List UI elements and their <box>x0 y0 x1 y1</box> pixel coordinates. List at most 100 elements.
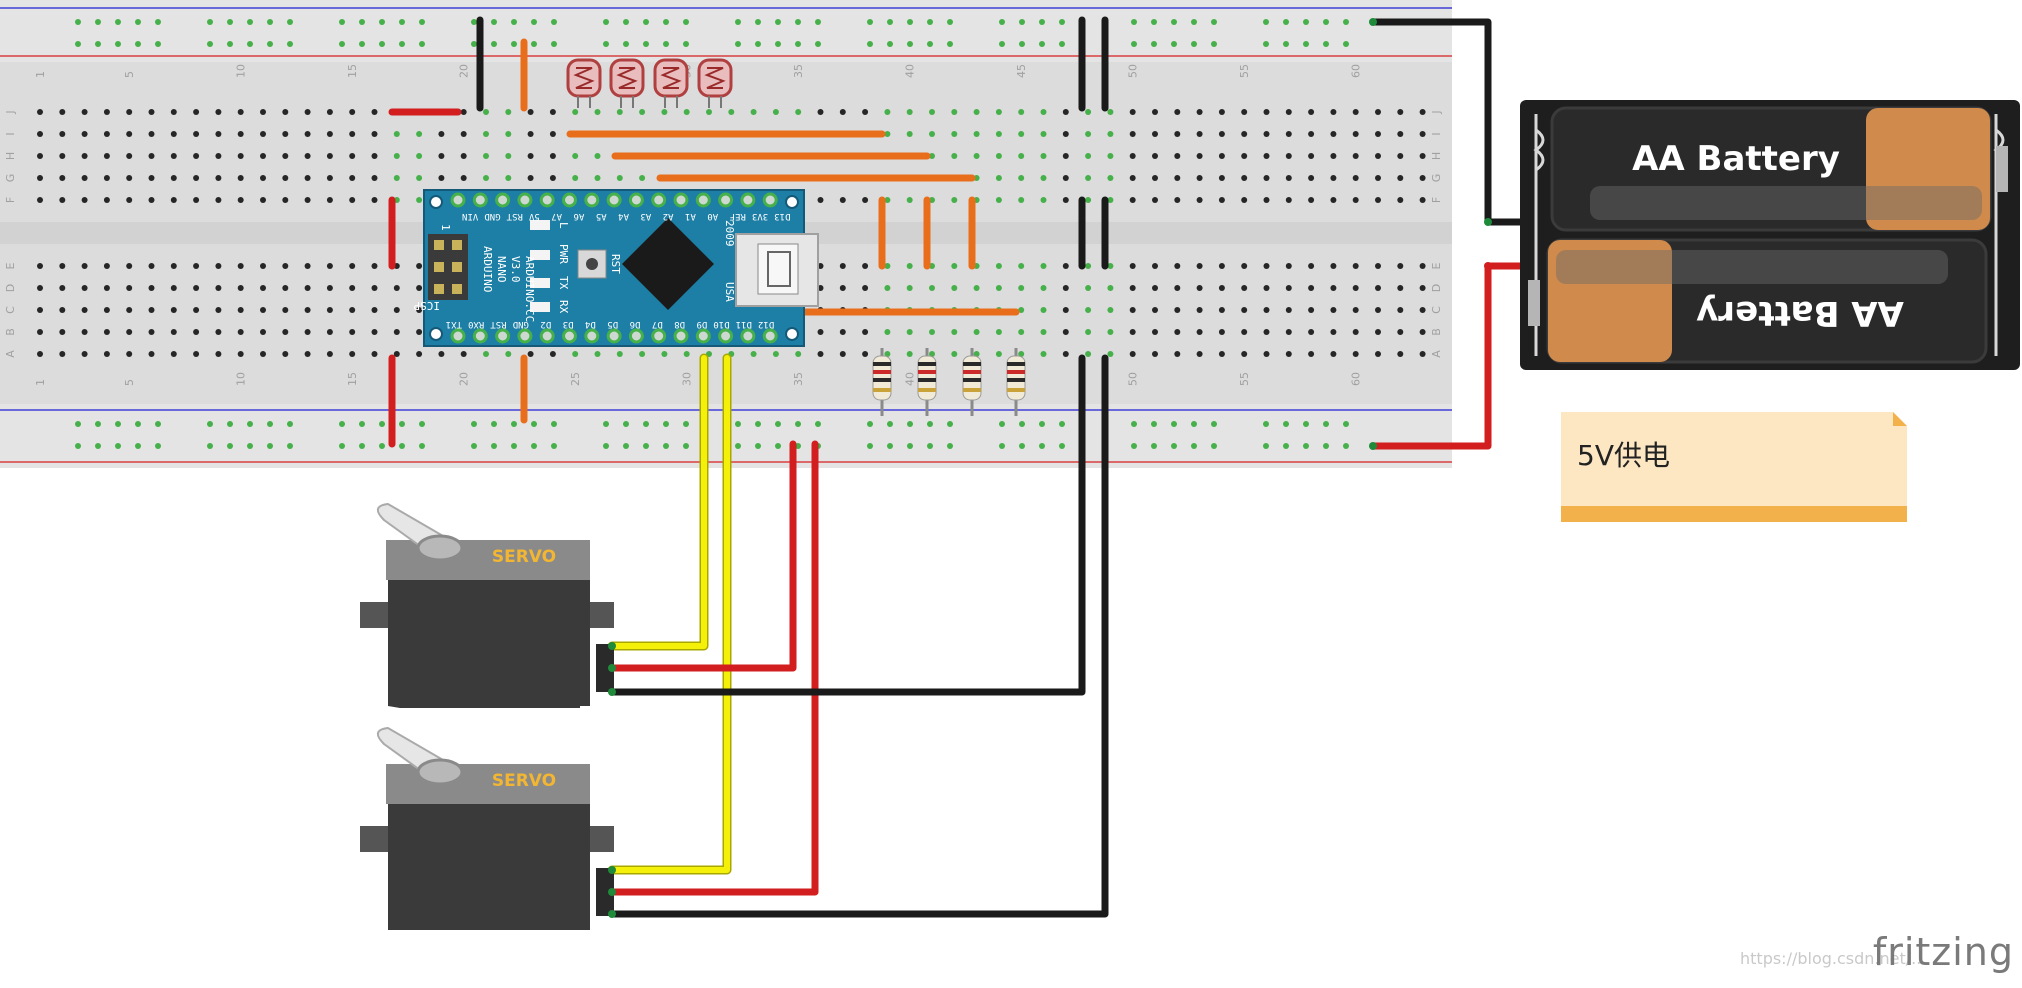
rail-hole <box>75 41 81 47</box>
hole <box>1085 329 1092 335</box>
hole <box>260 329 266 335</box>
rail-hole <box>419 19 425 25</box>
hole <box>1107 329 1114 335</box>
rail-hole <box>1131 41 1137 47</box>
hole <box>215 175 222 181</box>
hole <box>304 263 311 269</box>
rail-hole <box>155 421 161 427</box>
hole <box>1419 197 1426 203</box>
hole <box>995 329 1002 335</box>
nano-pin <box>495 192 511 208</box>
rail-hole <box>999 19 1005 25</box>
hole <box>594 153 601 159</box>
hole <box>572 351 579 357</box>
hole <box>215 131 222 137</box>
hole <box>103 175 110 181</box>
hole <box>1375 175 1381 181</box>
hole <box>1375 263 1381 269</box>
hole <box>37 109 43 115</box>
hole <box>1397 351 1404 357</box>
hole <box>1018 329 1025 335</box>
rail-hole <box>135 421 141 427</box>
hole <box>148 197 155 203</box>
hole <box>906 263 913 269</box>
hole <box>393 329 400 335</box>
nano-pin-label: D8 <box>674 319 685 329</box>
hole <box>460 351 467 357</box>
nano-text-rst: RST <box>609 254 622 274</box>
hole <box>1107 197 1114 203</box>
hole <box>1263 175 1270 181</box>
rail-hole <box>947 443 953 449</box>
hole <box>1107 285 1114 291</box>
rail-hole <box>287 41 293 47</box>
nano-pin <box>628 192 644 208</box>
column-number: 20 <box>458 372 471 386</box>
rail-hole <box>359 443 365 449</box>
hole <box>505 153 512 159</box>
row-letter: H <box>1430 152 1443 160</box>
rail-hole <box>907 41 913 47</box>
hole <box>549 131 556 137</box>
rail-hole <box>815 19 821 25</box>
hole <box>126 131 133 137</box>
hole <box>349 307 356 313</box>
hole <box>371 285 378 291</box>
hole <box>505 351 512 357</box>
hole <box>59 197 66 203</box>
hole <box>1330 153 1337 159</box>
rail-hole <box>379 421 385 427</box>
hole <box>1330 285 1337 291</box>
hole <box>973 131 980 137</box>
hole <box>1196 307 1203 313</box>
rail-hole <box>267 19 273 25</box>
hole <box>884 109 891 115</box>
hole <box>505 109 512 115</box>
hole <box>371 263 378 269</box>
rail-hole <box>227 443 233 449</box>
rail-hole <box>207 19 213 25</box>
hole <box>304 109 311 115</box>
hole <box>1040 109 1047 115</box>
nano-pin-label: A7 <box>551 211 562 221</box>
hole <box>1196 285 1203 291</box>
servo-1-label: SERVO <box>492 547 556 567</box>
column-number: 10 <box>235 372 248 386</box>
hole <box>349 285 356 291</box>
hole <box>1062 307 1069 313</box>
hole <box>1196 197 1203 203</box>
column-number: 15 <box>346 372 359 386</box>
hole <box>59 285 66 291</box>
hole <box>594 175 601 181</box>
nano-text-made-in: USA <box>723 282 736 302</box>
rail-hole <box>1303 421 1309 427</box>
nano-pin-label: D6 <box>630 319 641 329</box>
rail-hole <box>755 421 761 427</box>
rail-hole <box>887 421 893 427</box>
hole <box>37 329 43 335</box>
nano-pin <box>740 328 756 344</box>
hole <box>1196 109 1203 115</box>
hole <box>1062 329 1069 335</box>
hole <box>1040 307 1047 313</box>
hole <box>951 197 958 203</box>
hole <box>1285 329 1292 335</box>
hole <box>1397 109 1404 115</box>
hole <box>1375 109 1381 115</box>
hole <box>1152 285 1158 291</box>
hole <box>282 263 289 269</box>
rail-hole <box>907 443 913 449</box>
hole <box>995 153 1002 159</box>
hole <box>1330 197 1337 203</box>
hole <box>1397 307 1404 313</box>
hole <box>1419 307 1426 313</box>
hole <box>1285 263 1292 269</box>
hole <box>1330 131 1337 137</box>
hole <box>527 131 534 137</box>
hole <box>1018 285 1025 291</box>
hole <box>371 307 378 313</box>
hole <box>1241 329 1248 335</box>
hole <box>37 131 43 137</box>
hole <box>1174 285 1181 291</box>
hole <box>148 109 155 115</box>
